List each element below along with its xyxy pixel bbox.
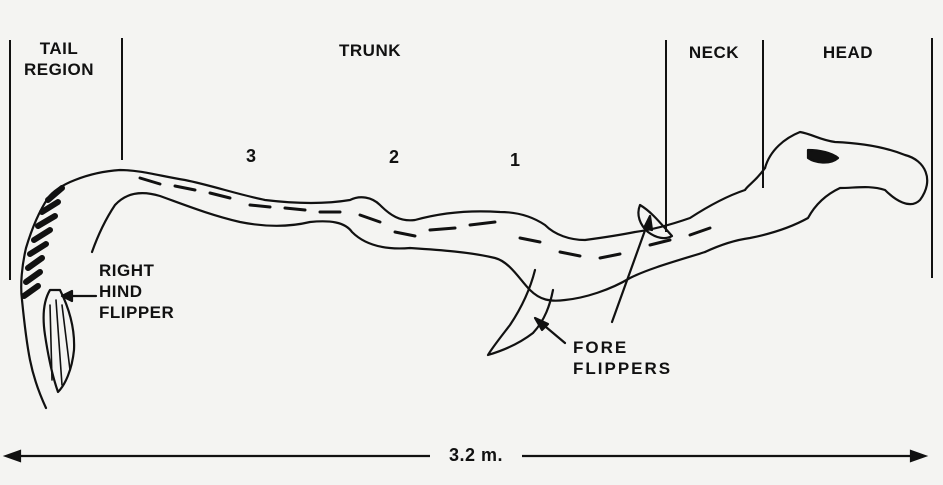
scale-label: 3.2 m. [448, 445, 504, 465]
region-label-head: HEAD [822, 43, 874, 62]
callout-right-hind-flipper: RIGHT HIND FLIPPER [99, 261, 175, 322]
divider-right [931, 38, 933, 278]
region-label-neck: NECK [688, 43, 740, 62]
segment-label-2: 2 [389, 147, 400, 167]
fore-flipper-right [637, 203, 674, 240]
callout-fore-flippers: FORE FLIPPERS [573, 338, 673, 378]
divider-trunk-neck [665, 40, 667, 232]
region-label-tail: TAIL REGION [23, 39, 95, 79]
head-outline [703, 130, 929, 254]
scale-bar [2, 449, 929, 463]
divider-tail-trunk [121, 38, 123, 160]
divider-left [9, 40, 11, 280]
fore-flipper-left [486, 268, 555, 357]
segment-label-1: 1 [510, 150, 521, 170]
body-lower-outline [90, 192, 707, 302]
tail-outline [20, 196, 50, 410]
hind-flipper [42, 288, 76, 394]
segment-label-3: 3 [246, 146, 257, 166]
divider-neck-head [762, 40, 764, 188]
region-label-trunk: TRUNK [339, 41, 401, 60]
body-upper-outline [46, 166, 767, 242]
